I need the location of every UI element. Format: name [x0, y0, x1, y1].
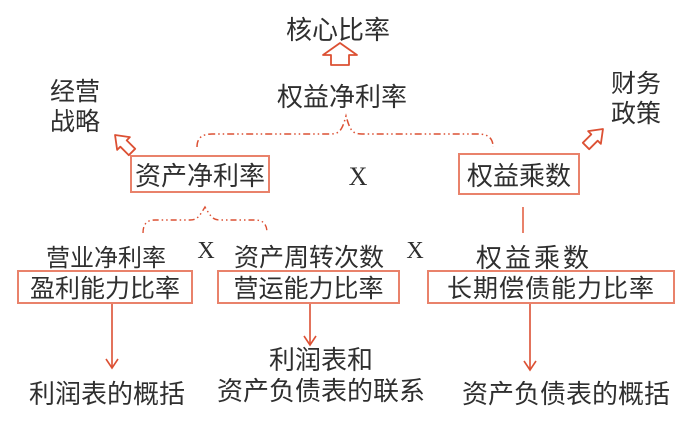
roe-label: 权益净利率 [276, 83, 407, 112]
operating-strategy-line1: 经营 [49, 79, 100, 106]
lower-brace-icon [142, 205, 268, 234]
profitability-ratio-box-label: 盈利能力比率 [29, 276, 180, 303]
financial-policy-line1: 财务 [610, 71, 661, 98]
statements-link-line2: 资产负债表的联系 [216, 376, 425, 406]
down-arrow-right-icon [523, 304, 537, 372]
statements-link-line1: 利润表和 [268, 346, 373, 375]
operating-strategy-label: 经营 战略 [42, 78, 108, 137]
multiply-sign-mid-2: X [406, 238, 424, 264]
ne-block-arrow-icon [581, 128, 604, 151]
equity-multiplier-connector-line [522, 207, 524, 233]
operating-strategy-line2: 战略 [49, 108, 100, 136]
financial-policy-line2: 政策 [610, 100, 661, 128]
nw-block-arrow-icon [114, 134, 137, 157]
down-arrow-left-icon [105, 304, 119, 370]
upper-brace-icon [196, 113, 494, 148]
equity-multiplier-box: 权益乘数 [458, 153, 580, 195]
financial-policy-label: 财务 政策 [604, 70, 668, 129]
operating-ratio-box: 营运能力比率 [217, 270, 400, 304]
statements-link-label: 利润表和 资产负债表的联系 [210, 346, 432, 407]
balance-sheet-summary-label: 资产负债表的概括 [461, 380, 670, 409]
multiply-sign-mid-1: X [197, 238, 215, 264]
equity-multiplier-text-label: 权益乘数 [475, 244, 592, 273]
core-ratio-label: 核心比率 [285, 16, 390, 45]
solvency-ratio-box-label: 长期偿债能力比率 [446, 276, 655, 303]
profitability-ratio-box: 盈利能力比率 [17, 270, 193, 304]
net-profit-margin-label: 营业净利率 [46, 246, 166, 272]
equity-multiplier-box-label: 权益乘数 [466, 161, 571, 191]
roa-box-label: 资产净利率 [134, 161, 265, 191]
operating-ratio-box-label: 营运能力比率 [233, 276, 384, 303]
solvency-ratio-box: 长期偿债能力比率 [427, 270, 675, 304]
up-block-arrow-icon [322, 42, 358, 66]
income-statement-summary-label: 利润表的概括 [28, 380, 185, 409]
multiply-sign-top: X [348, 162, 368, 191]
roa-box: 资产净利率 [130, 155, 270, 193]
asset-turnover-label: 资产周转次数 [233, 245, 384, 272]
down-arrow-middle-icon [303, 304, 317, 347]
